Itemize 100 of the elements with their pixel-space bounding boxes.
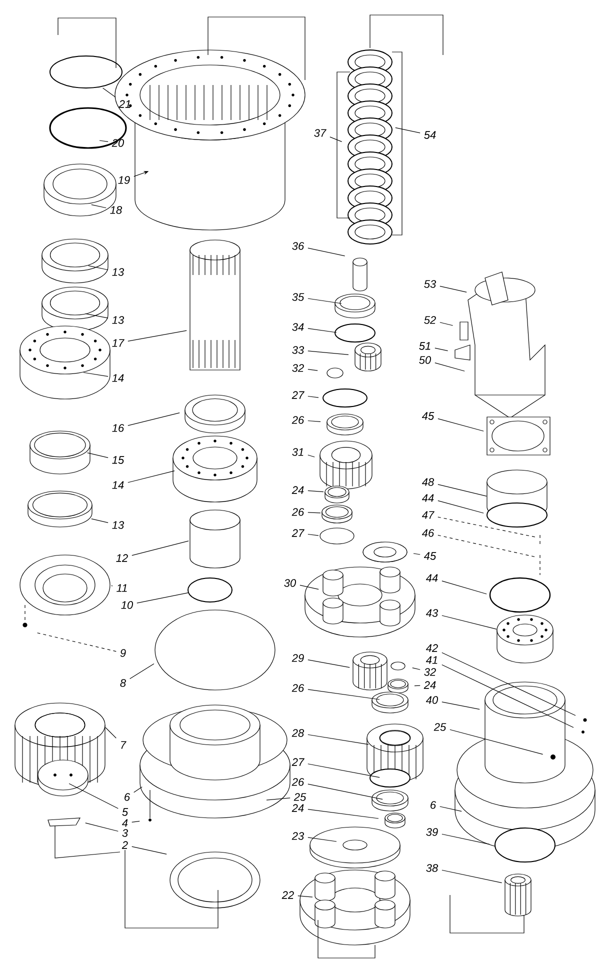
leader-line (308, 764, 380, 778)
callout-number: 20 (112, 139, 124, 147)
leader-line (87, 452, 108, 458)
callout-number: 50 (419, 356, 432, 364)
callout-number: 45 (422, 412, 434, 420)
callout-number: 23 (292, 832, 304, 840)
leader-line (83, 372, 108, 377)
callout-number: 27 (292, 529, 304, 537)
callout-number: 32 (424, 668, 436, 676)
leader-line (330, 136, 342, 142)
leader-line (132, 540, 189, 556)
callout-number: 54 (424, 131, 436, 139)
leader-line (68, 783, 118, 809)
leader-line (440, 322, 454, 326)
leader-line (308, 350, 349, 355)
callout-number: 40 (426, 696, 438, 704)
callout-number: 33 (292, 346, 304, 354)
leader-line (412, 668, 420, 670)
callout-number: 34 (292, 323, 304, 331)
callout-number: 48 (422, 478, 434, 486)
leader-line (128, 330, 187, 342)
leader-line (308, 734, 369, 745)
callout-number: 14 (112, 374, 124, 382)
callout-number: 19 (118, 176, 130, 184)
leader-line (298, 896, 313, 898)
callout-number: 53 (424, 280, 436, 288)
leader-line (111, 585, 113, 586)
callout-number: 25 (434, 723, 446, 731)
leader-line (308, 454, 315, 458)
leader-line (266, 798, 290, 800)
callout-number: 32 (292, 364, 304, 372)
leader-line (442, 652, 576, 716)
callout-number: 24 (292, 804, 304, 812)
leader-line (440, 806, 462, 812)
callout-number: 37 (314, 129, 326, 137)
callout-number: 43 (426, 609, 438, 617)
callout-number: 3 (122, 829, 128, 837)
callout-number: 22 (282, 891, 294, 899)
leader-line (128, 412, 180, 426)
leader-line (130, 664, 154, 680)
leader-line (91, 204, 106, 208)
callout-number: 5 (122, 808, 128, 816)
callout-number: 6 (124, 793, 130, 801)
leader-line (136, 592, 189, 604)
callout-number: 6 (430, 801, 436, 809)
leader-line (438, 500, 484, 514)
leader-line (395, 127, 420, 134)
leader-line (438, 534, 537, 558)
callout-number: 52 (424, 316, 436, 324)
leader-line (91, 518, 108, 523)
leader-line (450, 729, 544, 755)
callout-number: 13 (112, 268, 124, 276)
leader-line (308, 490, 324, 492)
leader-line (105, 727, 116, 738)
callout-number: 11 (116, 584, 127, 592)
leader-line (102, 88, 116, 98)
leader-line (300, 584, 319, 590)
callout-number: 8 (120, 679, 126, 687)
callout-number: 13 (112, 316, 124, 324)
leader-line (308, 809, 379, 819)
callout-number: 25 (294, 793, 306, 801)
leader-line (413, 553, 420, 555)
callout-number: 26 (292, 778, 304, 786)
callout-number: 17 (112, 339, 124, 347)
leader-line (308, 396, 319, 398)
callout-number: 39 (426, 828, 438, 836)
leader-line (442, 702, 480, 710)
callout-number: 35 (292, 293, 304, 301)
leader-line (308, 784, 383, 800)
leader-line (438, 516, 537, 538)
callout-number: 10 (121, 601, 134, 609)
callout-number: 26 (292, 684, 304, 692)
callout-number: 13 (112, 521, 124, 529)
callout-number: 16 (112, 424, 124, 432)
leader-line (308, 298, 342, 304)
leader-line (308, 689, 380, 700)
leader-line (308, 248, 346, 256)
callout-number: 27 (292, 758, 304, 766)
leader-line (85, 313, 108, 318)
leader-line (308, 512, 321, 514)
callout-number: 12 (116, 554, 128, 562)
leader-line (308, 660, 350, 668)
callout-number: 4 (122, 819, 128, 827)
leader-line (308, 534, 319, 536)
leader-line (442, 580, 487, 594)
callout-number: 28 (292, 729, 304, 737)
callout-number: 41 (426, 656, 438, 664)
leader-line (128, 470, 175, 483)
callout-number: 14 (112, 481, 124, 489)
leader-line (442, 615, 497, 630)
callout-number: 44 (422, 494, 434, 502)
callout-number: 38 (426, 864, 438, 872)
callout-number: 51 (419, 342, 430, 350)
leader-line (34, 632, 116, 652)
callout-number: 18 (110, 206, 122, 214)
leader-line (134, 786, 142, 793)
callout-number: 29 (292, 654, 304, 662)
leader-line (88, 265, 108, 270)
callout-number: 21 (118, 100, 130, 108)
callout-number: 42 (426, 644, 438, 652)
